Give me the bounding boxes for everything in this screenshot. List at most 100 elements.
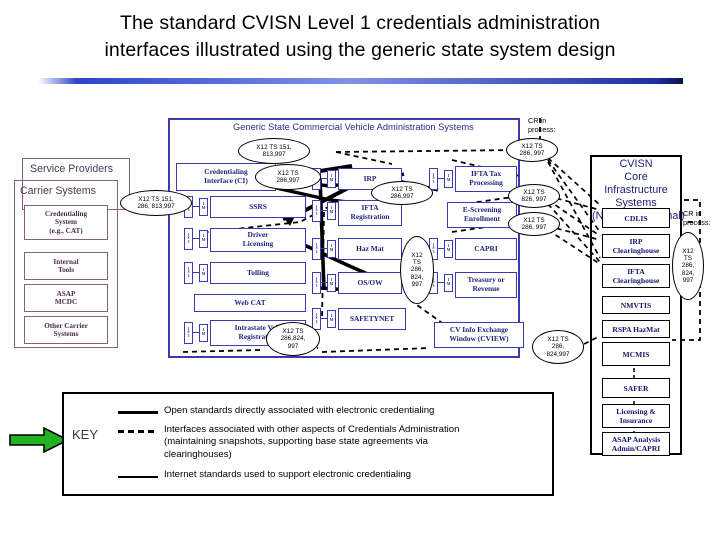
ellipse-core-right-label: X12 TS 286, 824, 997 bbox=[681, 247, 695, 284]
box-asap-mcdc[interactable]: ASAP MCDC bbox=[24, 284, 108, 312]
box-safetynet[interactable]: SAFETYNET bbox=[338, 308, 406, 330]
box-capri[interactable]: CAPRI bbox=[455, 238, 517, 260]
box-cview[interactable]: CV Info Exchange Window (CVIEW) bbox=[434, 322, 524, 348]
box-haz-mat-label: Haz Mat bbox=[356, 243, 384, 253]
ellipse-bottom-center-label: X12 TS 286,824, 997 bbox=[280, 328, 306, 350]
box-other-carrier-systems[interactable]: Other Carrier Systems bbox=[24, 316, 108, 344]
box-ifta-tax-processing[interactable]: IFTA Tax Processing bbox=[455, 166, 517, 192]
ellipse-ci-286-label: X12 TS 286,997 bbox=[276, 169, 300, 184]
mult-link-sssrs bbox=[193, 206, 199, 208]
box-safetynet-label: SAFETYNET bbox=[349, 313, 395, 323]
title-divider bbox=[38, 78, 683, 84]
box-mcmis[interactable]: MCMIS bbox=[602, 342, 670, 366]
box-sssrs[interactable]: SSRS bbox=[210, 196, 306, 218]
ellipse-ci-286: X12 TS 286,997 bbox=[255, 164, 321, 190]
ellipse-bottom-center: X12 TS 286,824, 997 bbox=[266, 322, 320, 356]
mult-link-intrastate bbox=[193, 332, 199, 334]
box-tolling[interactable]: Tolling bbox=[210, 262, 306, 284]
panel-state-systems bbox=[168, 118, 520, 358]
ellipse-center-vertical-label: X12 TS 286, 824, 997 bbox=[410, 251, 424, 288]
mult-link-safetynet bbox=[321, 318, 327, 320]
box-internal-tools[interactable]: Internal Tools bbox=[24, 252, 108, 280]
mult-link-irp bbox=[321, 178, 327, 180]
box-ifta-tax-processing-label: IFTA Tax Processing bbox=[469, 169, 503, 187]
ellipse-ci-top-label: X12 TS 151, 813,997 bbox=[256, 143, 292, 158]
note-cr-in-process-top: CR in process: bbox=[528, 116, 556, 134]
box-rspa-hazmat-label: RSPA HazMat bbox=[612, 324, 660, 334]
box-treasury-or-revenue[interactable]: Treasury or Revenue bbox=[455, 272, 517, 298]
box-asap-analysis[interactable]: ASAP Analysis Admin/CAPRI bbox=[602, 432, 670, 456]
mult-link-tolling bbox=[193, 272, 199, 274]
mult-link-capri bbox=[438, 248, 444, 250]
box-ifta-registration-label: IFTA Registration bbox=[350, 203, 390, 221]
ellipse-right-2-label: X12 TS 286, 997 bbox=[521, 216, 547, 231]
key-line-thick bbox=[118, 411, 158, 414]
box-rspa-hazmat[interactable]: RSPA HazMat bbox=[602, 320, 670, 338]
ellipse-cr-top-label: X12 TS 286, 997 bbox=[519, 142, 545, 157]
box-irp-clearinghouse-label: IRP Clearinghouse bbox=[612, 237, 660, 255]
key-item-2-text: Internet standards used to support elect… bbox=[164, 469, 411, 480]
key-item-0-text: Open standards directly associated with … bbox=[164, 405, 435, 416]
box-ifta-clearinghouse[interactable]: IFTA Clearinghouse bbox=[602, 264, 670, 288]
key-line-dashed bbox=[118, 430, 158, 433]
mult-link-ifta-tax bbox=[438, 178, 444, 180]
box-cdlis[interactable]: CDLIS bbox=[602, 208, 670, 228]
key-legend bbox=[62, 392, 554, 496]
ellipse-core-right: X12 TS 286, 824, 997 bbox=[672, 232, 704, 300]
box-asap-mcdc-label: ASAP MCDC bbox=[54, 289, 78, 306]
box-asap-analysis-label: ASAP Analysis Admin/CAPRI bbox=[611, 435, 661, 453]
box-driver-licensing-label: Driver Licensing bbox=[242, 230, 274, 248]
note-cr-in-process-core: CR in process: bbox=[683, 209, 711, 227]
box-nmvtis[interactable]: NMVTIS bbox=[602, 296, 670, 314]
panel-state-systems-label: Generic State Commercial Vehicle Adminis… bbox=[233, 122, 474, 132]
box-e-screening-enrollment-label: E-Screening Enrollment bbox=[462, 205, 502, 223]
ellipse-carrier-to-ci-label: X12 TS 151, 286, 813,997 bbox=[137, 195, 175, 210]
box-credentialing-interface-label: Credentialing Interface (CI) bbox=[204, 167, 248, 185]
box-e-screening-enrollment[interactable]: E-Screening Enrollment bbox=[447, 202, 517, 228]
box-credentialing-system[interactable]: Credentialing System (e.g., CAT) bbox=[24, 205, 108, 240]
ellipse-right-2: X12 TS 286, 997 bbox=[508, 212, 560, 236]
box-irp-clearinghouse[interactable]: IRP Clearinghouse bbox=[602, 234, 670, 258]
key-line-thin bbox=[118, 476, 158, 478]
box-internal-tools-label: Internal Tools bbox=[53, 257, 79, 274]
key-item-1-text: Interfaces associated with other aspects… bbox=[164, 424, 460, 460]
ellipse-right-1: X12 TS 826, 997 bbox=[508, 184, 560, 208]
mult-link-treasury bbox=[438, 282, 444, 284]
box-licensing-insurance[interactable]: Licensing & Insurance bbox=[602, 404, 670, 428]
panel-carrier-systems bbox=[14, 180, 118, 348]
ellipse-irp-ifta-label: X12 TS 286,997 bbox=[390, 185, 414, 200]
ellipse-cr-top: X12 TS 286, 997 bbox=[506, 138, 558, 162]
box-cview-label: CV Info Exchange Window (CVIEW) bbox=[449, 325, 509, 343]
box-os-ow[interactable]: OS/OW bbox=[338, 272, 402, 294]
box-licensing-insurance-label: Licensing & Insurance bbox=[616, 407, 656, 425]
box-safer-label: SAFER bbox=[623, 383, 649, 393]
box-safer[interactable]: SAFER bbox=[602, 378, 670, 398]
box-haz-mat[interactable]: Haz Mat bbox=[338, 238, 402, 260]
page-title-line-2: interfaces illustrated using the generic… bbox=[104, 39, 616, 61]
mult-link-ifta-registration bbox=[321, 210, 327, 212]
box-web-cat[interactable]: Web CAT bbox=[194, 294, 306, 312]
box-capri-label: CAPRI bbox=[474, 243, 498, 253]
key-legend-title: KEY bbox=[72, 427, 99, 442]
box-driver-licensing[interactable]: Driver Licensing bbox=[210, 228, 306, 252]
green-arrow-icon bbox=[9, 426, 70, 454]
box-irp-label: IRP bbox=[363, 173, 377, 183]
ellipse-right-3: X12 TS 286, 824,997 bbox=[532, 330, 584, 364]
ellipse-right-1-label: X12 TS 826, 997 bbox=[521, 188, 547, 203]
